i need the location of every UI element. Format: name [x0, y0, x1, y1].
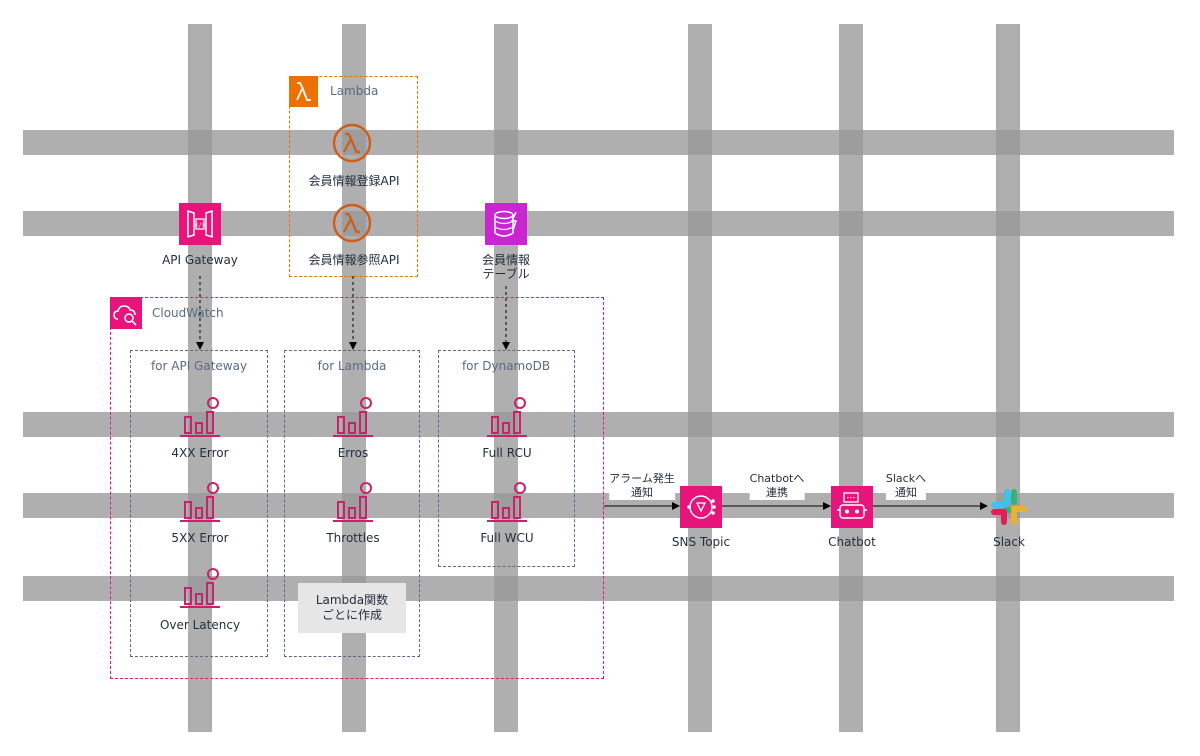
chatbot-edge-line1: Chatbotへ: [749, 472, 805, 485]
slack-edge-line1: Slackへ: [885, 472, 927, 485]
metric-label: Erros: [337, 446, 369, 460]
cloudwatch-alarm-icon[interactable]: [331, 481, 375, 523]
cw-dynamo-group: [438, 350, 575, 567]
cloudwatch-alarm-icon[interactable]: [178, 396, 222, 438]
metric-label: Throttles: [326, 531, 380, 545]
alarm-edge-label: アラーム発生 通知: [609, 472, 675, 500]
note-box: Lambda関数 ごとに作成: [298, 583, 406, 633]
metric-label: Over Latency: [159, 618, 241, 632]
cloudwatch-group: [110, 297, 604, 679]
cloudwatch-alarm-icon[interactable]: [178, 567, 222, 609]
cloudwatch-icon: [110, 297, 142, 329]
horizontal-band: [23, 130, 1174, 155]
sns-topic-label: SNS Topic: [671, 535, 731, 549]
note-line2: ごとに作成: [321, 608, 382, 622]
cw-apigw-group-label: for API Gateway: [150, 359, 248, 373]
horizontal-band: [23, 412, 1174, 437]
chatbot-icon[interactable]: [831, 486, 873, 528]
cloudwatch-alarm-icon[interactable]: [178, 481, 222, 523]
lambda-reference-label: 会員情報参照API: [308, 253, 400, 267]
dynamodb-label-line2: テーブル: [482, 267, 530, 281]
lambda-group-icon: [289, 76, 318, 107]
lambda-group-label: Lambda: [330, 84, 379, 98]
slack-label: Slack: [993, 535, 1025, 549]
cloudwatch-alarm-icon[interactable]: [485, 396, 529, 438]
dynamodb-label-line1: 会員情報: [481, 253, 531, 267]
metric-label: 5XX Error: [171, 531, 229, 545]
cw-dynamo-group-label: for DynamoDB: [461, 359, 551, 373]
slack-logo-icon[interactable]: [988, 486, 1030, 528]
horizontal-band: [23, 576, 1174, 601]
chatbot-label: Chatbot: [828, 535, 876, 549]
lambda-function-icon[interactable]: [332, 123, 372, 163]
sns-topic-icon[interactable]: [680, 486, 722, 528]
cloudwatch-alarm-icon[interactable]: [331, 396, 375, 438]
metric-label: Full RCU: [482, 446, 532, 460]
metric-label: Full WCU: [480, 531, 534, 545]
api-gateway-label: API Gateway: [162, 253, 238, 267]
cloudwatch-alarm-icon[interactable]: [485, 481, 529, 523]
dynamodb-icon[interactable]: [485, 203, 527, 245]
cw-apigw-group: [130, 350, 268, 657]
lambda-register-label: 会員情報登録API: [308, 174, 400, 188]
alarm-edge-line2: 通知: [630, 486, 653, 499]
slack-edge-line2: 通知: [894, 486, 917, 499]
chatbot-edge-line2: 連携: [765, 486, 788, 499]
cw-lambda-group: [284, 350, 420, 657]
lambda-function-icon[interactable]: [332, 203, 372, 243]
cw-lambda-group-label: for Lambda: [317, 359, 387, 373]
slack-edge-label: Slackへ 通知: [885, 472, 927, 500]
alarm-edge-line1: アラーム発生: [609, 472, 675, 485]
svg-text:</>: </>: [195, 222, 206, 229]
chatbot-edge-label: Chatbotへ 連携: [749, 472, 805, 500]
cloudwatch-group-label: CloudWatch: [152, 306, 224, 320]
api-gateway-icon[interactable]: </>: [179, 203, 221, 245]
metric-label: 4XX Error: [171, 446, 229, 460]
note-line1: Lambda関数: [315, 593, 389, 607]
